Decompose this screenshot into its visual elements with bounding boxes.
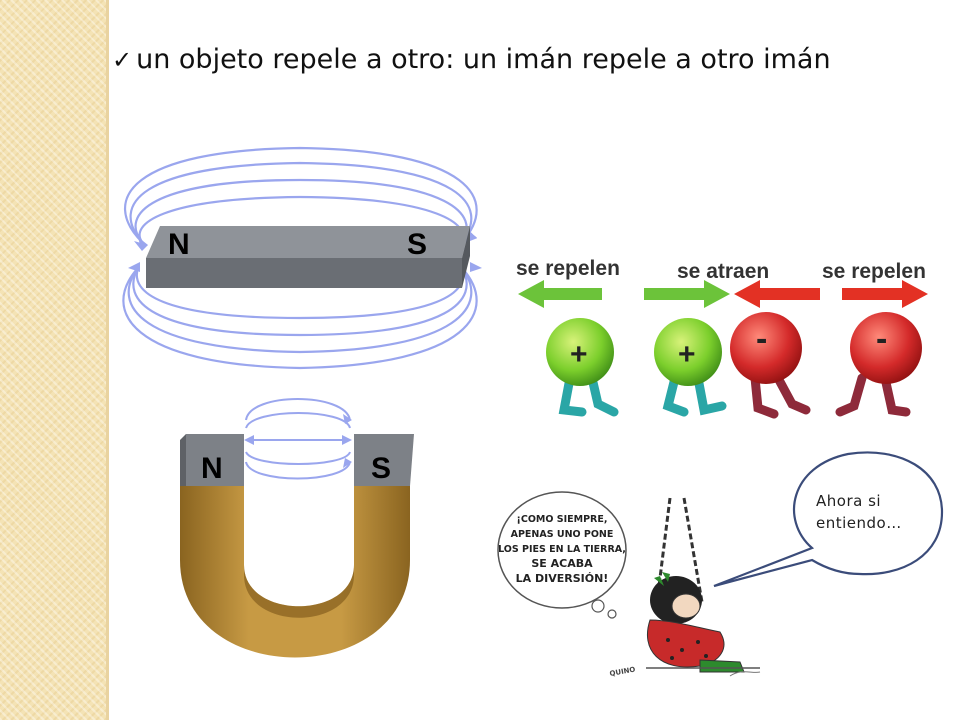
thought-line-2: APENAS UNO PONE [511,529,614,540]
charge-ball-positive-2 [654,318,722,386]
speech-bubble [713,451,944,588]
charge-ball-positive-1 [546,318,614,386]
arrow-red-right [842,280,928,308]
horseshoe-field-arrowheads [244,414,352,468]
charge-ball-negative-1 [730,312,802,384]
horseshoe-south-label: S [371,452,391,485]
comic-signature: QUINO [609,666,636,678]
arrow-green-left [518,280,602,308]
horseshoe-field-lines [245,398,351,480]
label-repel-right: se repelen [822,260,926,283]
thought-line-3: LOS PIES EN LA TIERRA, [498,544,626,555]
speech-bubble-text: Ahora si entiendo… [816,492,902,532]
bar-magnet-field-lines [122,146,478,370]
thought-line-4: SE ACABA [531,557,593,570]
arrow-red-left [734,280,820,308]
charge-sign-3: - [756,320,767,358]
thought-line-5: LA DIVERSIÓN! [516,572,609,585]
charge-sign-2: + [678,338,696,371]
comic-thought-text: ¡COMO SIEMPRE, APENAS UNO PONE LOS PIES … [498,514,626,585]
horseshoe-north-label: N [201,452,223,485]
bar-magnet-south-label: S [407,228,427,261]
bullet-text: un objeto repele a otro: un imán repele … [136,44,831,75]
label-attract: se atraen [677,260,769,283]
charge-sign-1: + [570,338,588,371]
decorative-side-strip [0,0,109,720]
comic-thought-bubble [497,491,627,619]
bar-magnet [146,226,470,288]
thought-line-1: ¡COMO SIEMPRE, [517,514,608,525]
charge-legs [558,373,911,419]
horseshoe-magnet [180,434,414,658]
charge-ball-negative-2 [850,312,922,384]
check-icon: ✓ [112,46,133,74]
label-repel-left: se repelen [516,257,620,280]
comic-character-on-swing [646,497,761,677]
bullet-line: ✓un objeto repele a otro: un imán repele… [112,44,831,75]
arrow-green-right [644,280,730,308]
charge-sign-4: - [876,320,887,358]
bar-magnet-north-label: N [168,228,190,261]
